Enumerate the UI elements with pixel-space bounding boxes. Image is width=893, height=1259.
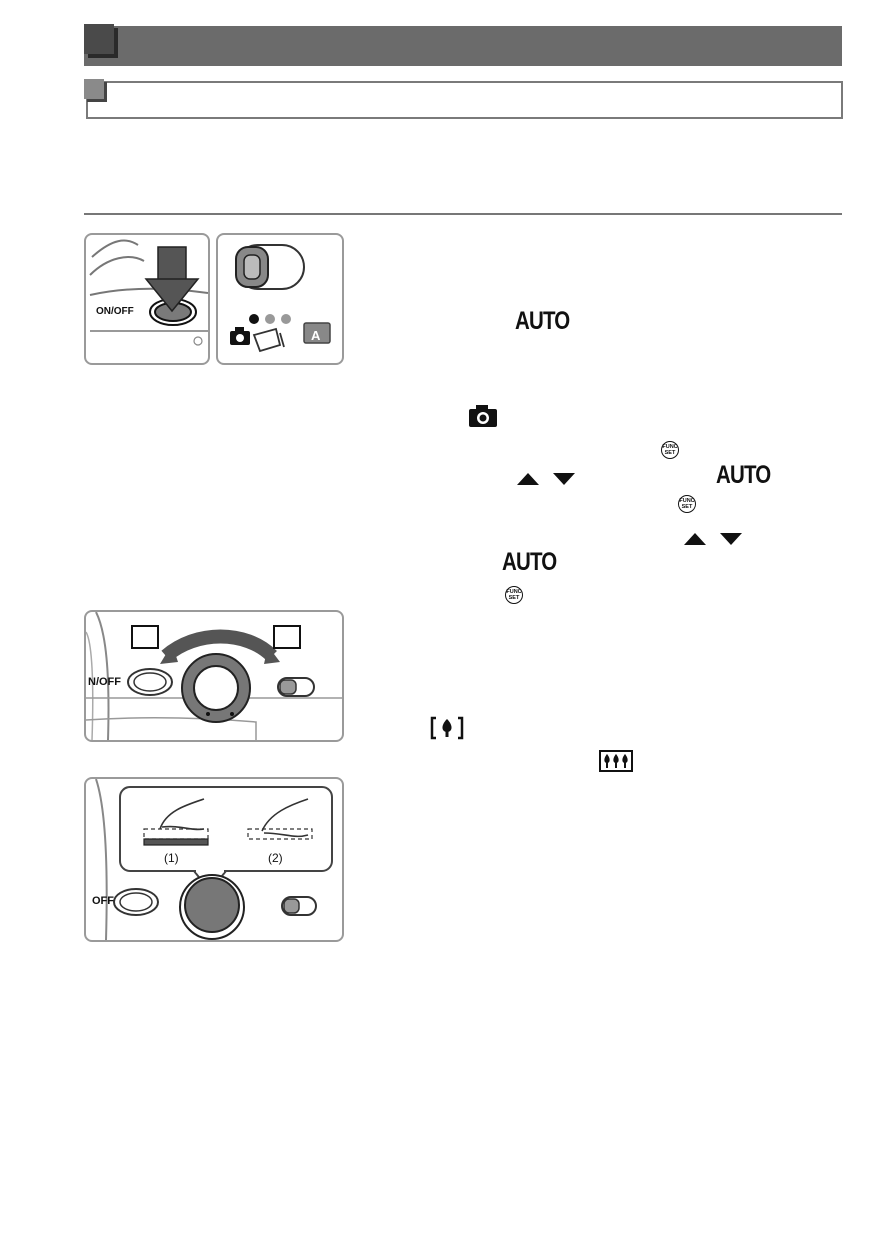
on-off-label: ON/OFF — [96, 306, 134, 317]
shutter-press-illustration: (1) (2) OFF — [84, 777, 344, 942]
half-press-label: (1) — [164, 851, 179, 865]
wide-angle-icon — [599, 750, 633, 772]
auto-mode-symbol: AUTO — [515, 307, 570, 335]
section-header-bar — [84, 26, 842, 66]
auto-mode-symbol: AUTO — [502, 548, 557, 576]
on-off-label: N/OFF — [88, 676, 121, 688]
mode-switch-illustration: A — [216, 233, 344, 365]
power-button-illustration: ON/OFF — [84, 233, 210, 365]
down-arrow-icon — [553, 473, 575, 485]
auto-mode-symbol: AUTO — [716, 461, 771, 489]
telephoto-icon — [430, 716, 464, 740]
section-divider — [84, 213, 842, 215]
up-arrow-icon — [684, 533, 706, 545]
zoom-lever-illustration: N/OFF — [84, 610, 344, 742]
subsection-header-marker — [84, 79, 104, 99]
off-label: OFF — [92, 895, 114, 907]
subsection-header-bar — [86, 81, 843, 119]
full-press-label: (2) — [268, 851, 283, 865]
camera-icon — [469, 405, 497, 427]
section-header-marker — [84, 24, 114, 54]
up-arrow-icon — [517, 473, 539, 485]
down-arrow-icon — [720, 533, 742, 545]
svg-text:A: A — [311, 328, 321, 343]
